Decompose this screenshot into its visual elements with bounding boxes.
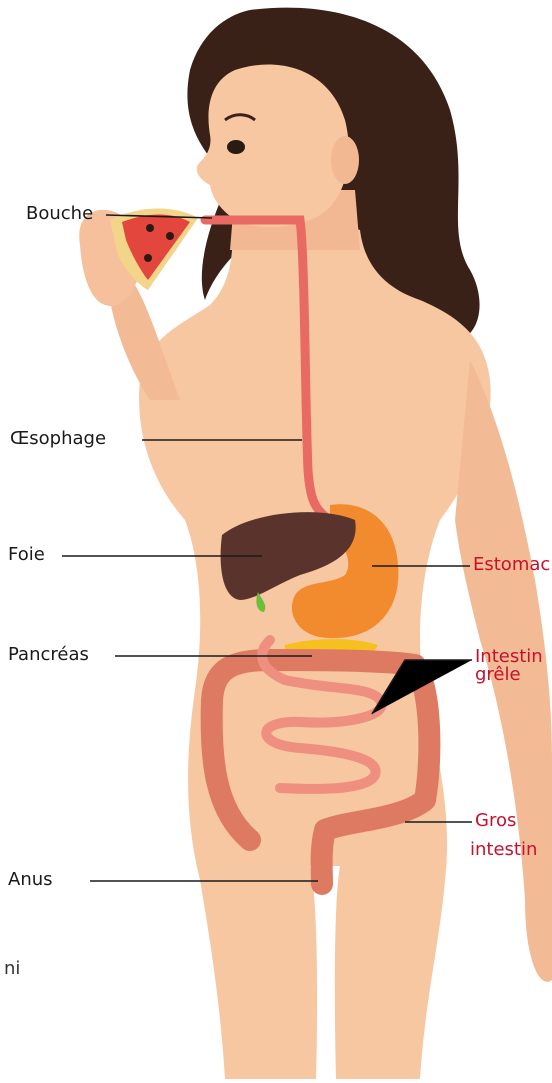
face <box>197 64 349 226</box>
label-gros-intestin-1: Gros <box>475 811 516 831</box>
label-gros-intestin-2: intestin <box>470 840 537 860</box>
olive <box>166 232 174 240</box>
olive <box>144 254 152 262</box>
label-anus: Anus <box>8 870 53 890</box>
torso <box>139 195 491 1079</box>
label-estomac: Estomac <box>473 555 550 575</box>
eye <box>227 140 245 154</box>
label-foie: Foie <box>8 545 45 565</box>
ear <box>331 136 359 184</box>
stray-text: ni <box>4 958 20 979</box>
label-oesophage: Œsophage <box>10 429 106 449</box>
label-intestin-grele-2: grêle <box>475 665 521 685</box>
olive <box>146 224 154 232</box>
label-bouche: Bouche <box>26 204 93 224</box>
label-pancreas: Pancréas <box>8 645 89 665</box>
